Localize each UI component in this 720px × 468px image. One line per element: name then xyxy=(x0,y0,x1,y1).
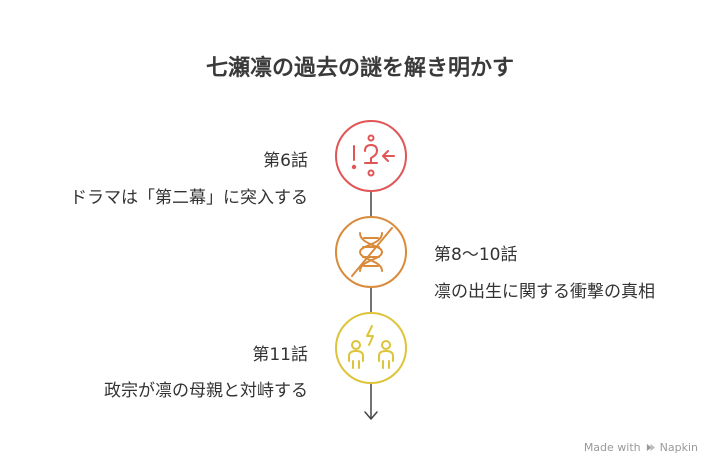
step-1-node xyxy=(335,120,407,192)
timeline-arrow-head xyxy=(364,411,378,420)
crossed-dna-icon xyxy=(351,227,393,277)
napkin-logo-icon xyxy=(646,443,655,452)
step-2-description: 凛の出生に関する衝撃の真相 xyxy=(434,282,655,302)
diagram-title: 七瀬凛の過去の謎を解き明かす xyxy=(205,56,514,81)
step-3-description: 政宗が凛の母親と対峙する xyxy=(104,381,308,401)
confrontation-people-icon xyxy=(348,325,394,369)
step-1-title: 第6話 xyxy=(263,151,308,171)
step-3-title: 第11話 xyxy=(252,345,308,365)
made-with-napkin-footer: Made with Napkin xyxy=(584,441,698,454)
napkin-brand-label: Napkin xyxy=(659,441,698,454)
step-2-node xyxy=(335,216,407,288)
step-1-description: ドラマは「第二幕」に突入する xyxy=(70,188,308,208)
step-3-node xyxy=(335,312,407,384)
exclamation-question-arrow-icon xyxy=(351,134,395,177)
step-2-title: 第8〜10話 xyxy=(434,245,518,265)
made-with-label: Made with xyxy=(583,441,641,454)
